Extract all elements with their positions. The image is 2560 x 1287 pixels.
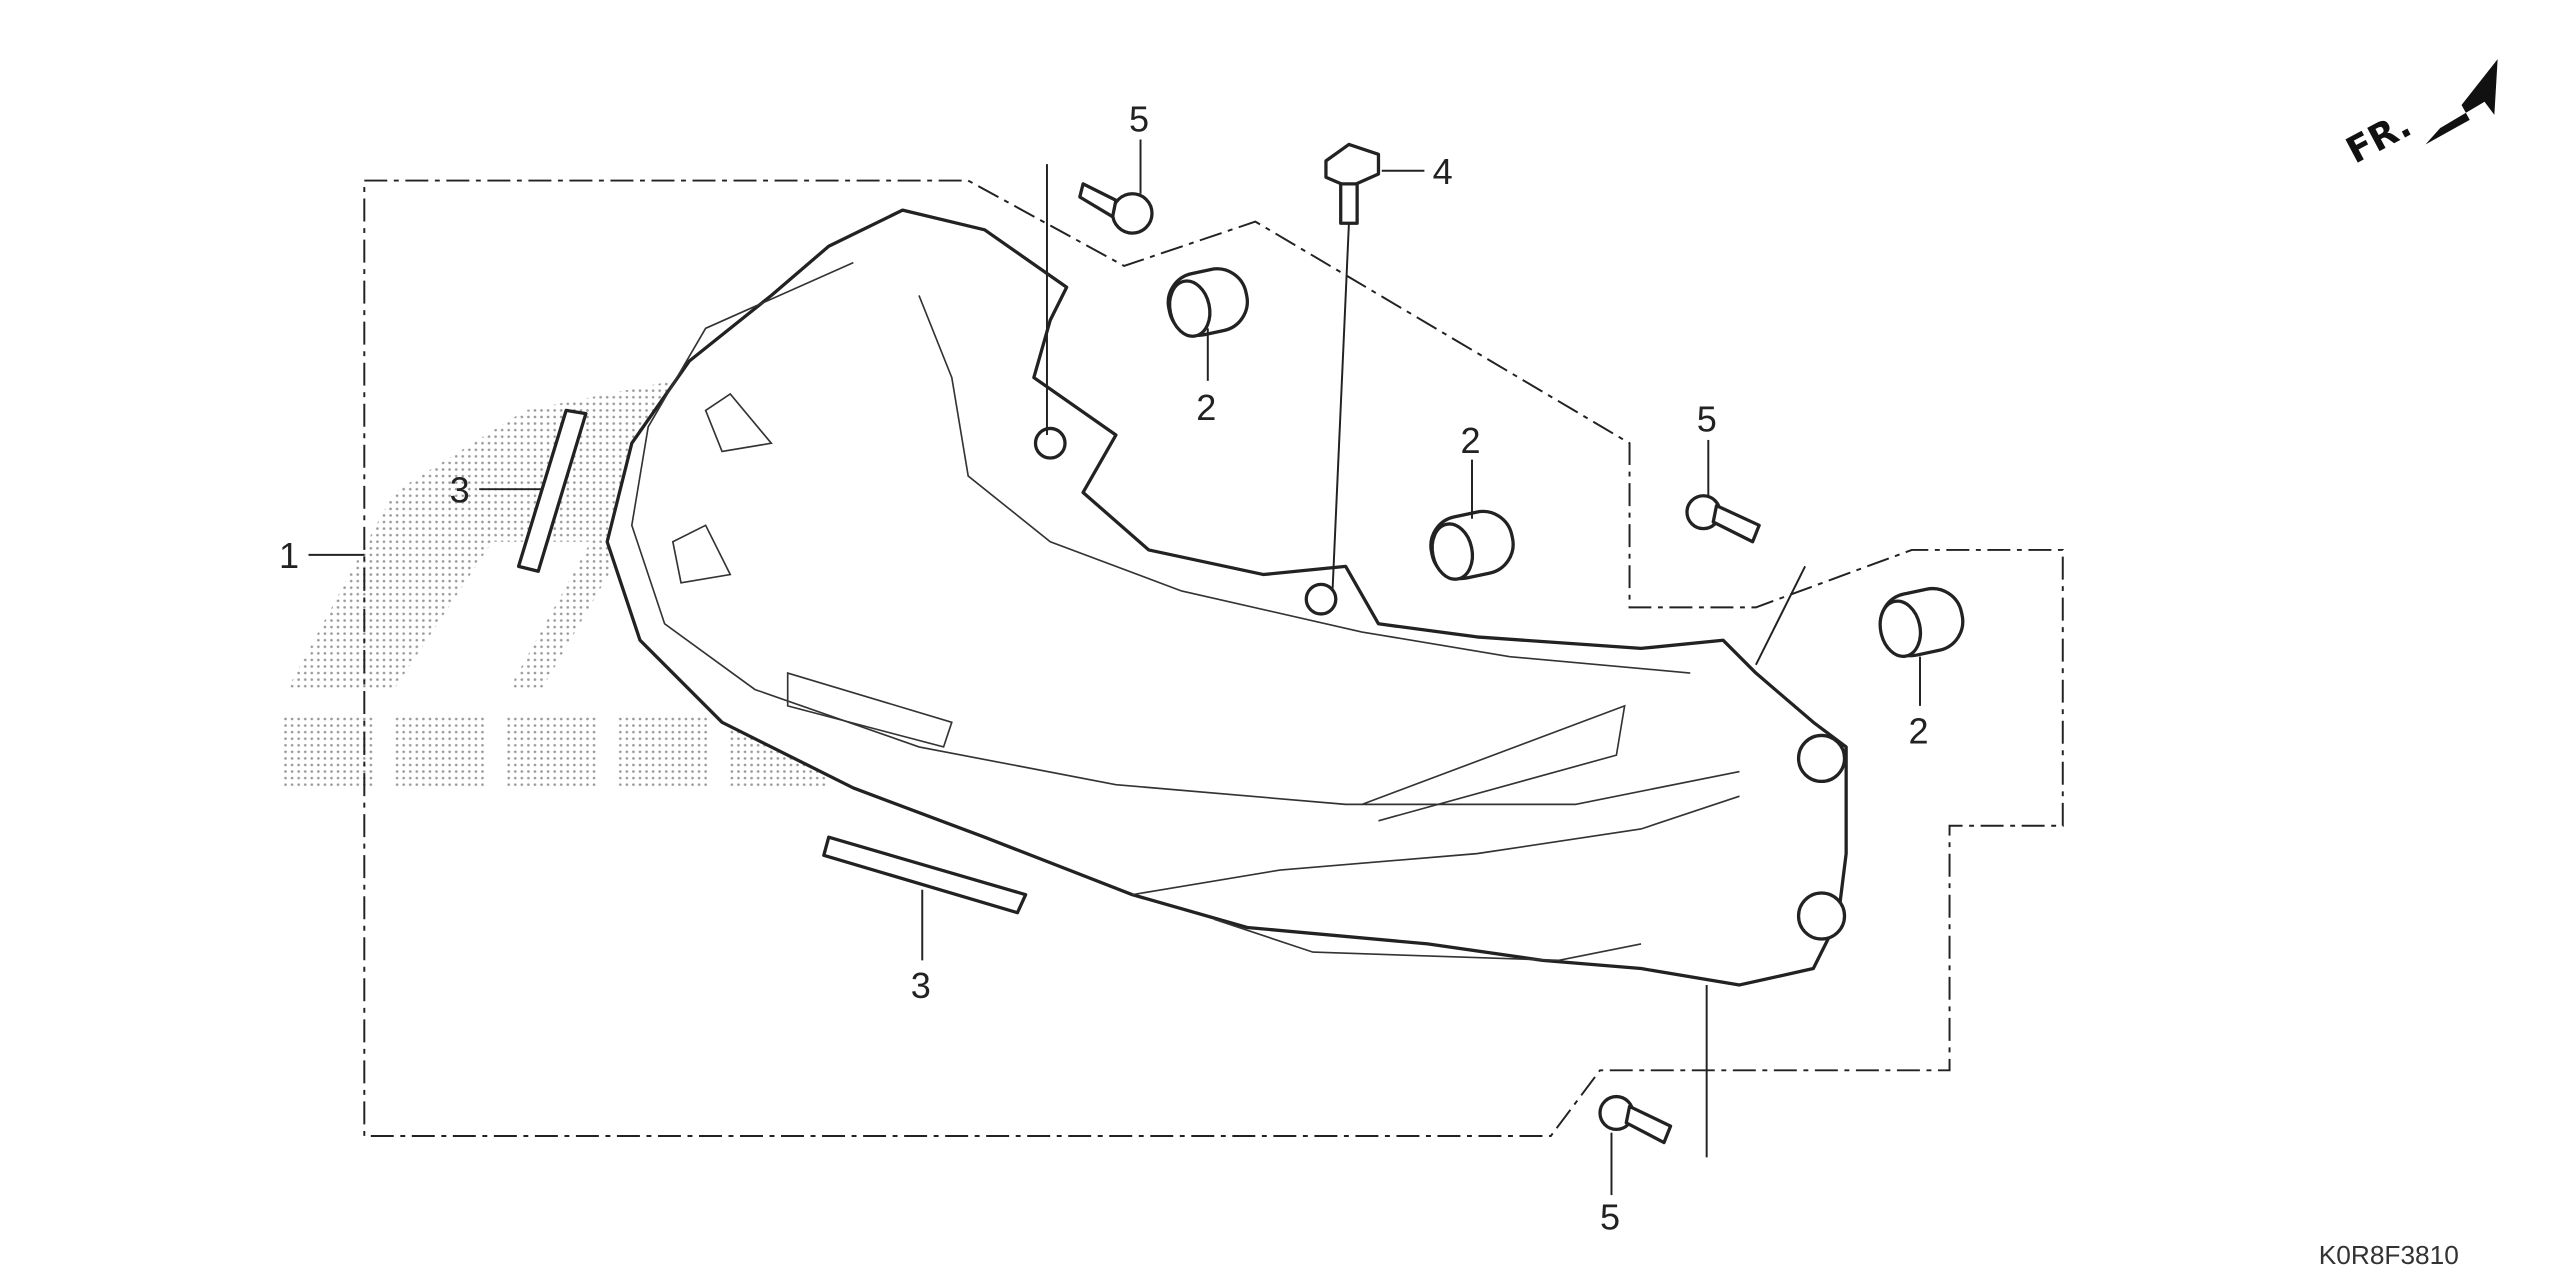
screw-part-5 bbox=[1078, 182, 1761, 1145]
callout-5: 5 bbox=[1600, 1197, 1620, 1238]
leader-lines bbox=[308, 139, 1921, 1196]
assembly-boundary bbox=[363, 179, 2064, 1137]
callout-4: 4 bbox=[1433, 151, 1453, 192]
flange-bolt-part-4 bbox=[1324, 142, 1381, 225]
front-direction-indicator: FR. bbox=[2339, 59, 2498, 172]
callout-2: 2 bbox=[1196, 387, 1216, 428]
collar-part-2 bbox=[1166, 267, 1965, 658]
callout-2: 2 bbox=[1909, 711, 1929, 752]
seal-strip-part-3 bbox=[516, 408, 1028, 915]
diagram-code: K0R8F3810 bbox=[2319, 1240, 2459, 1270]
front-label: FR. bbox=[2339, 103, 2418, 172]
callout-2: 2 bbox=[1461, 420, 1481, 461]
callout-3: 3 bbox=[450, 469, 470, 510]
callout-3: 3 bbox=[911, 965, 931, 1006]
callout-5: 5 bbox=[1697, 399, 1717, 440]
front-arrow-icon bbox=[2425, 59, 2498, 145]
callout-5: 5 bbox=[1129, 98, 1149, 139]
headlight-assembly bbox=[605, 208, 1848, 987]
callout-1: 1 bbox=[279, 535, 299, 576]
